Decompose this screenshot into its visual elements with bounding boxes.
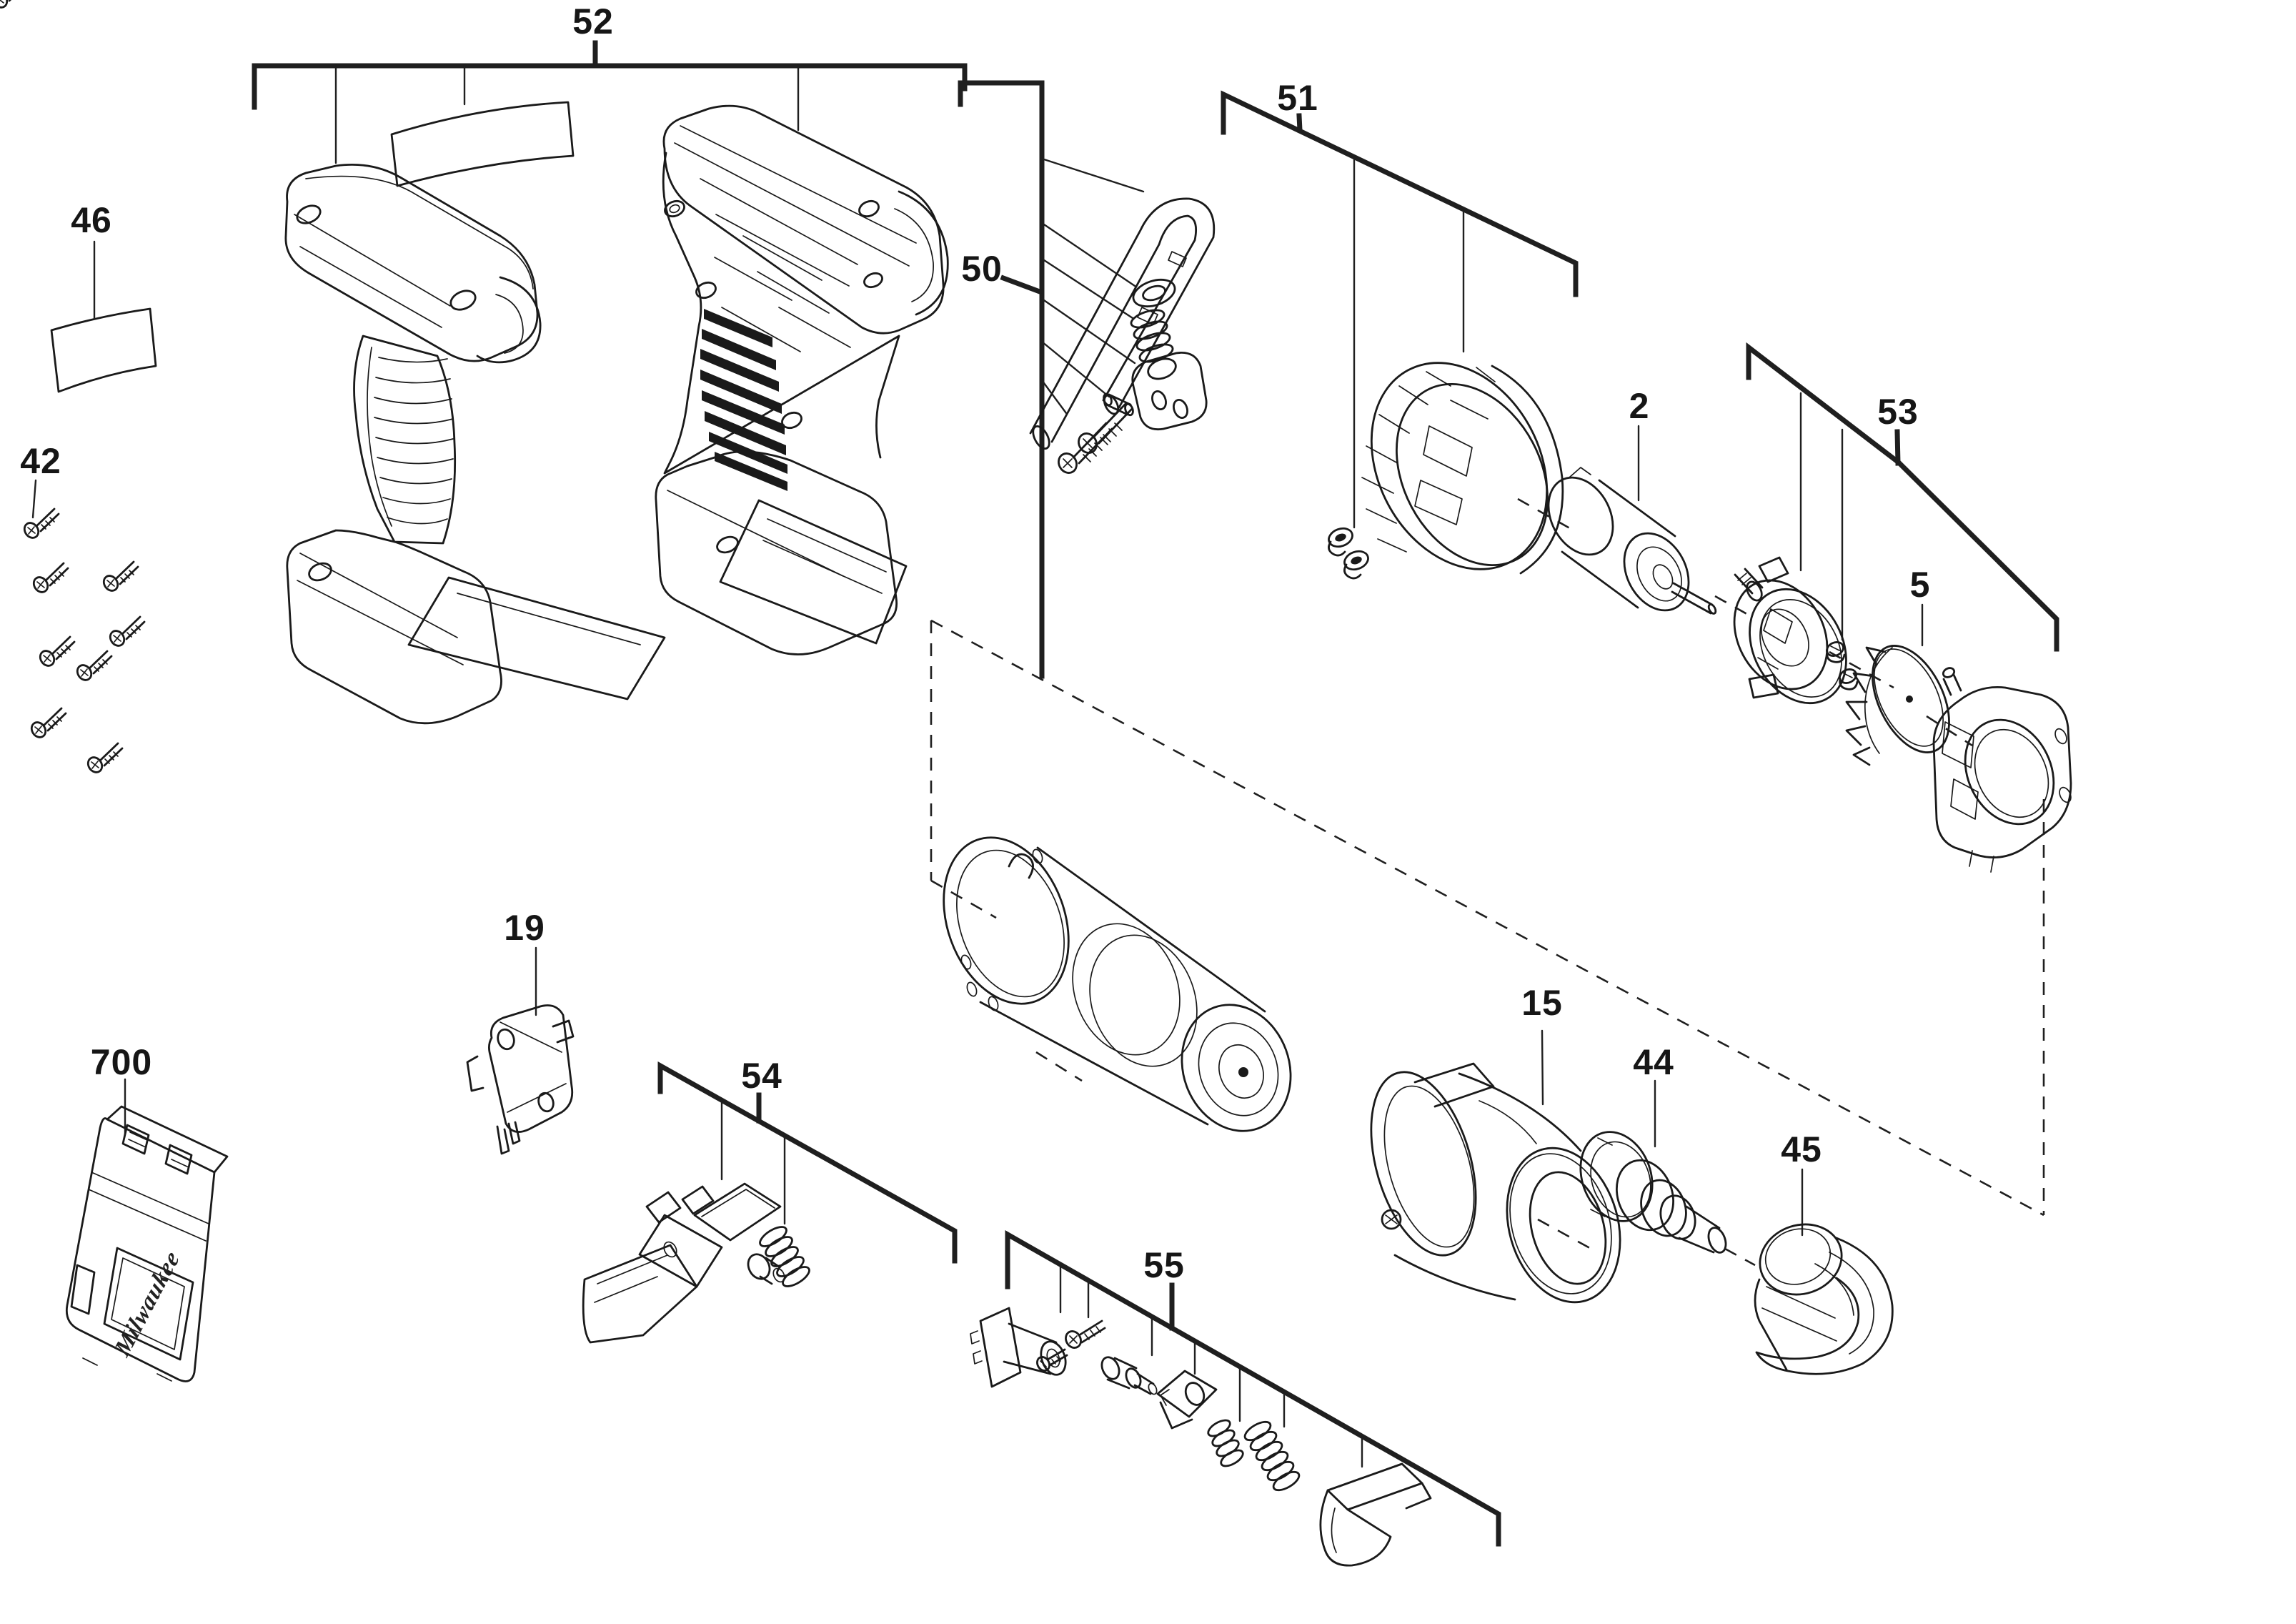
- bracket-50: [958, 80, 1145, 679]
- part-label-55: 55: [1143, 1245, 1185, 1285]
- detent-screw: [1065, 1320, 1106, 1349]
- motor: [1547, 425, 1717, 615]
- assembly-axis-dashed: [930, 497, 2045, 1267]
- detent-spring-small: [1207, 1419, 1244, 1467]
- part-label-51: 51: [1277, 78, 1318, 118]
- fan: [1845, 603, 1950, 766]
- detent-plug: [1100, 1356, 1158, 1395]
- detent-spring-large: [1243, 1420, 1301, 1492]
- motor-mount-plate: [1733, 556, 1847, 705]
- bracket-54: [657, 1061, 958, 1264]
- motor-grommets: [1328, 527, 1369, 580]
- part-label-44: 44: [1633, 1042, 1674, 1082]
- part-label-700: 700: [90, 1042, 153, 1082]
- bracket-52: [252, 40, 968, 164]
- part-label-2: 2: [1629, 386, 1650, 426]
- part-label-19: 19: [504, 908, 545, 948]
- housing-right-half: [655, 104, 949, 655]
- carrying-case: [65, 1078, 229, 1382]
- trigger-block: [1131, 352, 1208, 431]
- part-label-45: 45: [1781, 1129, 1822, 1169]
- housing-screws: [0, 0, 146, 776]
- part-label-46: 46: [71, 200, 112, 240]
- detent-screw-small: [1036, 1348, 1068, 1372]
- part-label-5: 5: [1909, 565, 1931, 605]
- fan-baffle: [1361, 362, 1564, 575]
- detent-latch-block: [1156, 1370, 1218, 1430]
- rear-motor-housing: [1932, 667, 2072, 873]
- part-label-15: 15: [1521, 983, 1563, 1023]
- trigger-screws: [1058, 402, 1133, 474]
- bracket-51: [1221, 90, 1579, 529]
- housing-left-half: [284, 164, 666, 725]
- sticker-46: [50, 240, 157, 393]
- grip-cutaway: [700, 309, 787, 491]
- part-label-54: 54: [741, 1056, 782, 1096]
- sticker-large: [390, 101, 575, 187]
- part-label-52: 52: [572, 1, 614, 41]
- bracket-55: [1005, 1229, 1501, 1547]
- micro-switch: [466, 946, 575, 1155]
- bracket-53: [1746, 342, 2059, 652]
- trigger-washer: [1132, 278, 1176, 308]
- hook-nozzle: [1754, 1168, 1894, 1375]
- detent-bushing: [970, 1307, 1067, 1388]
- part-label-53: 53: [1877, 392, 1919, 432]
- part-label-42: 42: [20, 441, 61, 481]
- nozzle-cone: [1370, 1029, 1621, 1304]
- collet-nozzle: [1579, 1079, 1727, 1254]
- part-label-50: 50: [961, 249, 1003, 289]
- lock-spring: [759, 1226, 810, 1287]
- detent-end-cap: [1319, 1462, 1432, 1567]
- element-cylinder: [943, 836, 1292, 1132]
- lock-off-slide: [582, 1182, 785, 1344]
